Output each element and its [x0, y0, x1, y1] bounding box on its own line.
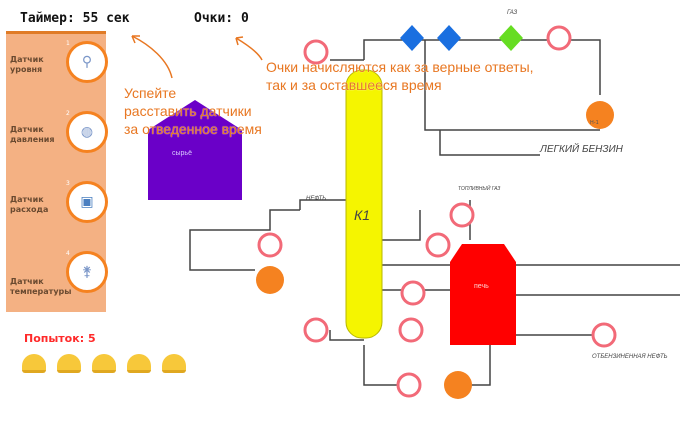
- pump-3: [444, 371, 472, 399]
- sensor-item-pressure[interactable]: 2 Датчик давления ◍: [6, 107, 108, 167]
- attempt-helmet-icon: [57, 354, 81, 373]
- sensor-slot[interactable]: [257, 232, 283, 258]
- hint-arrows: [131, 35, 263, 79]
- attempt-helmet-icon: [127, 354, 151, 373]
- sensor-slot[interactable]: [398, 317, 424, 343]
- sensor-label: Датчик уровня: [10, 55, 44, 74]
- timer-hint-arrow: [131, 35, 173, 79]
- oil-label: НЕФТЬ: [306, 196, 326, 202]
- palette-top-bar: [6, 31, 106, 34]
- sensor-slots: [257, 25, 617, 398]
- sensor-slot[interactable]: [591, 322, 617, 348]
- gas-label: ГАЗ: [507, 10, 518, 16]
- pump-label: Н-1: [590, 120, 599, 126]
- sensor-slot[interactable]: [425, 232, 451, 258]
- sensor-slot[interactable]: [449, 202, 475, 228]
- valve-diamond-2: [437, 25, 461, 51]
- distillation-column: [345, 69, 383, 339]
- score-hint-arrowhead: [235, 36, 244, 46]
- valve-diamond-3: [499, 25, 523, 51]
- sensor-item-flow[interactable]: 3 Датчик расхода ▣: [6, 177, 108, 237]
- temperature-sensor-icon[interactable]: ⚵: [66, 251, 108, 293]
- heater-label: печь: [474, 283, 489, 290]
- attempts-label: Попыток: 5: [24, 332, 96, 345]
- timer-readout: Таймер: 55 сек: [20, 11, 130, 26]
- vessel-label: сырьё: [172, 150, 192, 157]
- timer-hint-arrowhead: [131, 35, 140, 44]
- feed-vessel: [148, 100, 242, 200]
- column-label: К1: [354, 207, 370, 223]
- sensor-label: Датчик расхода: [10, 195, 49, 214]
- furnace: [450, 244, 516, 345]
- sensor-palette: 1 Датчик уровня ⚲ 2 Датчик давления ◍ 3 …: [6, 31, 108, 312]
- pressure-sensor-icon[interactable]: ◍: [66, 111, 108, 153]
- sensor-slot[interactable]: [396, 372, 422, 398]
- score-hint-arrow: [235, 37, 263, 61]
- valve-diamond-1: [400, 25, 424, 51]
- sensor-label: Датчик давления: [10, 125, 55, 144]
- sensor-slot[interactable]: [303, 317, 329, 343]
- sensor-label: Датчик температуры: [10, 277, 72, 296]
- level-sensor-icon[interactable]: ⚲: [66, 41, 108, 83]
- sensor-item-temperature[interactable]: 4 Датчик температуры ⚵: [6, 247, 108, 307]
- pump-1: [586, 101, 614, 129]
- sensor-slot[interactable]: [303, 39, 329, 65]
- sensor-item-level[interactable]: 1 Датчик уровня ⚲: [6, 37, 108, 97]
- score-readout: Очки: 0: [194, 11, 249, 26]
- sensor-slot[interactable]: [400, 280, 426, 306]
- time-hint: Успейте расставить датчики за отведенное…: [124, 85, 262, 137]
- sensor-slot[interactable]: [546, 25, 572, 51]
- attempt-helmet-icon: [92, 354, 116, 373]
- pump-2: [256, 266, 284, 294]
- light-gasoline-label: ЛЕГКИЙ БЕНЗИН: [539, 142, 624, 155]
- score-hint: Очки начисляются как за верные ответы, т…: [266, 59, 534, 93]
- attempt-helmet-icon: [22, 354, 46, 373]
- flow-sensor-icon[interactable]: ▣: [66, 181, 108, 223]
- fuel-label: ТОПЛИВНЫЙ ГАЗ: [458, 184, 500, 192]
- attempt-helmet-icon: [162, 354, 186, 373]
- residue-label: ОТБЕНЗИНЕННАЯ НЕФТЬ: [592, 354, 668, 360]
